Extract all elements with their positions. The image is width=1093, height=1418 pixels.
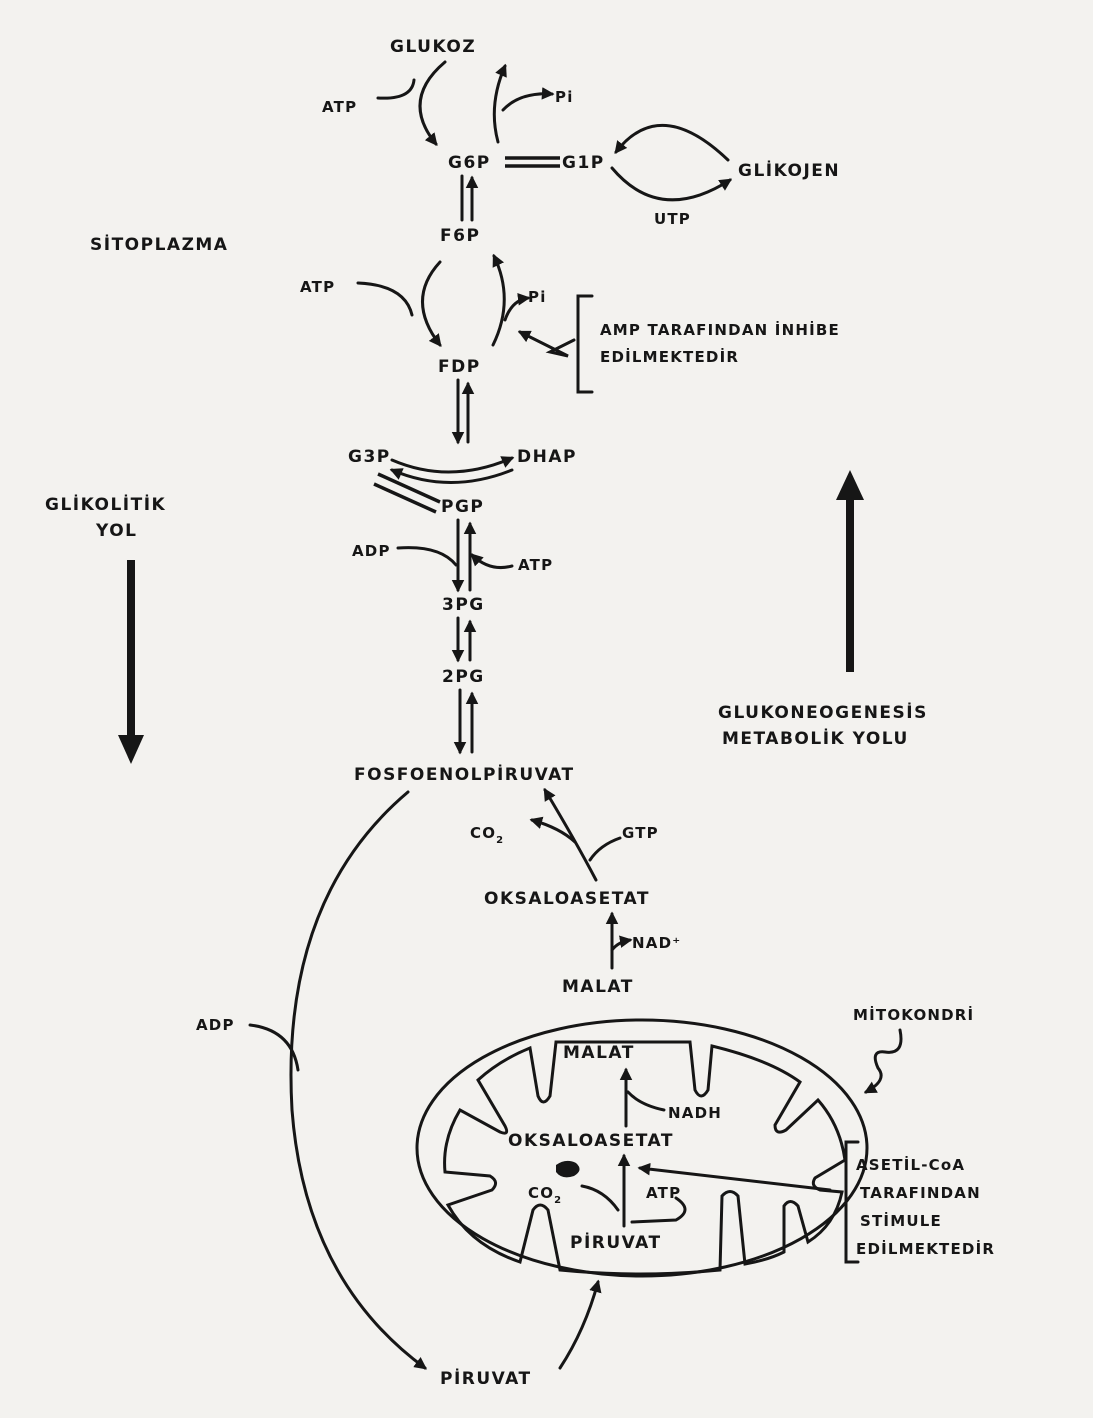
g6p-to-glucose-arrow [494,66,505,142]
hexokinase-arrow [378,80,414,98]
utp-label: UTP [654,210,691,228]
g3p-pgp-bond-bottom [374,484,436,512]
gluconeogenesis-label-line2: METABOLİK YOLU [722,727,909,749]
inhibition-text-line2: EDİLMEKTEDİR [600,347,739,366]
gluconeogenesis-label-line1: GLUKONEOGENESİS [718,701,928,723]
g3p-pgp-bond-top [378,474,440,502]
adp-label-lower: ADP [196,1016,235,1034]
stimulation-text-line4: EDİLMEKTEDİR [856,1239,995,1258]
pi-release-arrow [503,94,552,110]
nad-label: NAD⁺ [632,934,681,952]
f6p-label: F6P [440,226,480,246]
glucose-to-g6p-arrow [420,62,445,144]
glycolysis-label-line2: YOL [95,521,138,541]
2pg-label: 2PG [442,667,485,687]
glucose-label: GLUKOZ [390,37,476,57]
malate-label-mito: MALAT [563,1043,635,1063]
glycogen-label: GLİKOJEN [738,159,840,181]
pi-label-glucose: Pi [555,88,574,106]
oaa-to-pep-arrow [545,790,596,880]
compartment-label-cytoplasm: SİTOPLAZMA [90,233,228,255]
stimulation-text-line3: STİMULE [860,1211,942,1230]
gtp-in-arrow [590,838,620,860]
g1p-label: G1P [562,153,605,173]
f6p-to-fdp-arrow [423,262,441,345]
adp-label-pgp: ADP [352,542,391,560]
glycolysis-label-line1: GLİKOLİTİK [45,493,166,515]
inhibition-text-line1: AMP TARAFINDAN İNHİBE [600,320,840,339]
g3p-to-dhap-arrow [392,458,512,472]
co2-label-cytoplasm: CO2 [470,824,504,846]
pep-label: FOSFOENOLPİRUVAT [354,763,575,785]
oxaloacetate-label-cytoplasm: OKSALOASETAT [484,889,650,909]
glycolysis-arrowhead [118,735,144,764]
gluconeogenesis-arrowhead [836,470,864,500]
inhibition-arrow [520,332,574,356]
stimulation-text-line1: ASETİL-CoA [856,1155,965,1174]
pi-label-f6p: Pi [528,288,547,306]
atp-label-f6p: ATP [300,278,335,296]
co2-in-arrow [582,1186,618,1210]
3pg-label: 3PG [442,595,485,615]
pgp-label: PGP [441,497,484,517]
glycogen-synthesis-arrow [612,168,730,200]
pep-to-pyruvate-arrow [291,792,425,1368]
atp-label-pgp: ATP [518,556,553,574]
pi-release-f6p-arrow [505,298,528,320]
pyruvate-label-mito: PİRUVAT [570,1231,662,1253]
pyruvate-label-cytoplasm: PİRUVAT [440,1367,532,1389]
pyruvate-entry-arrow [560,1282,598,1368]
nad-arrow [612,940,630,950]
co2-label-mito: CO2 [528,1184,562,1206]
nadh-arrow [628,1092,664,1110]
adp-in-arrow [398,548,456,565]
inhibition-bracket [578,296,592,392]
fdp-to-f6p-arrow [493,256,504,345]
stimulation-text-line2: TARAFINDAN [860,1184,981,1202]
dhap-label: DHAP [517,447,577,467]
gtp-label: GTP [622,824,659,842]
g3p-label: G3P [348,447,391,467]
oxaloacetate-label-mito: OKSALOASETAT [508,1131,674,1151]
g6p-label: G6P [448,153,491,173]
fdp-label: FDP [438,357,481,377]
mitochondrion-label: MİTOKONDRİ [853,1005,974,1024]
atp-out-arrow [472,555,512,568]
nadh-label: NADH [668,1104,722,1122]
mitochondrion-pointer-arrow [866,1030,901,1092]
atp-label-mito: ATP [646,1184,681,1202]
atp-label-glucose: ATP [322,98,357,116]
malate-label-cytoplasm: MALAT [562,977,634,997]
pfk-atp-arrow [358,283,412,315]
glycogen-breakdown-arrow [616,125,728,160]
mito-blob [556,1161,580,1177]
